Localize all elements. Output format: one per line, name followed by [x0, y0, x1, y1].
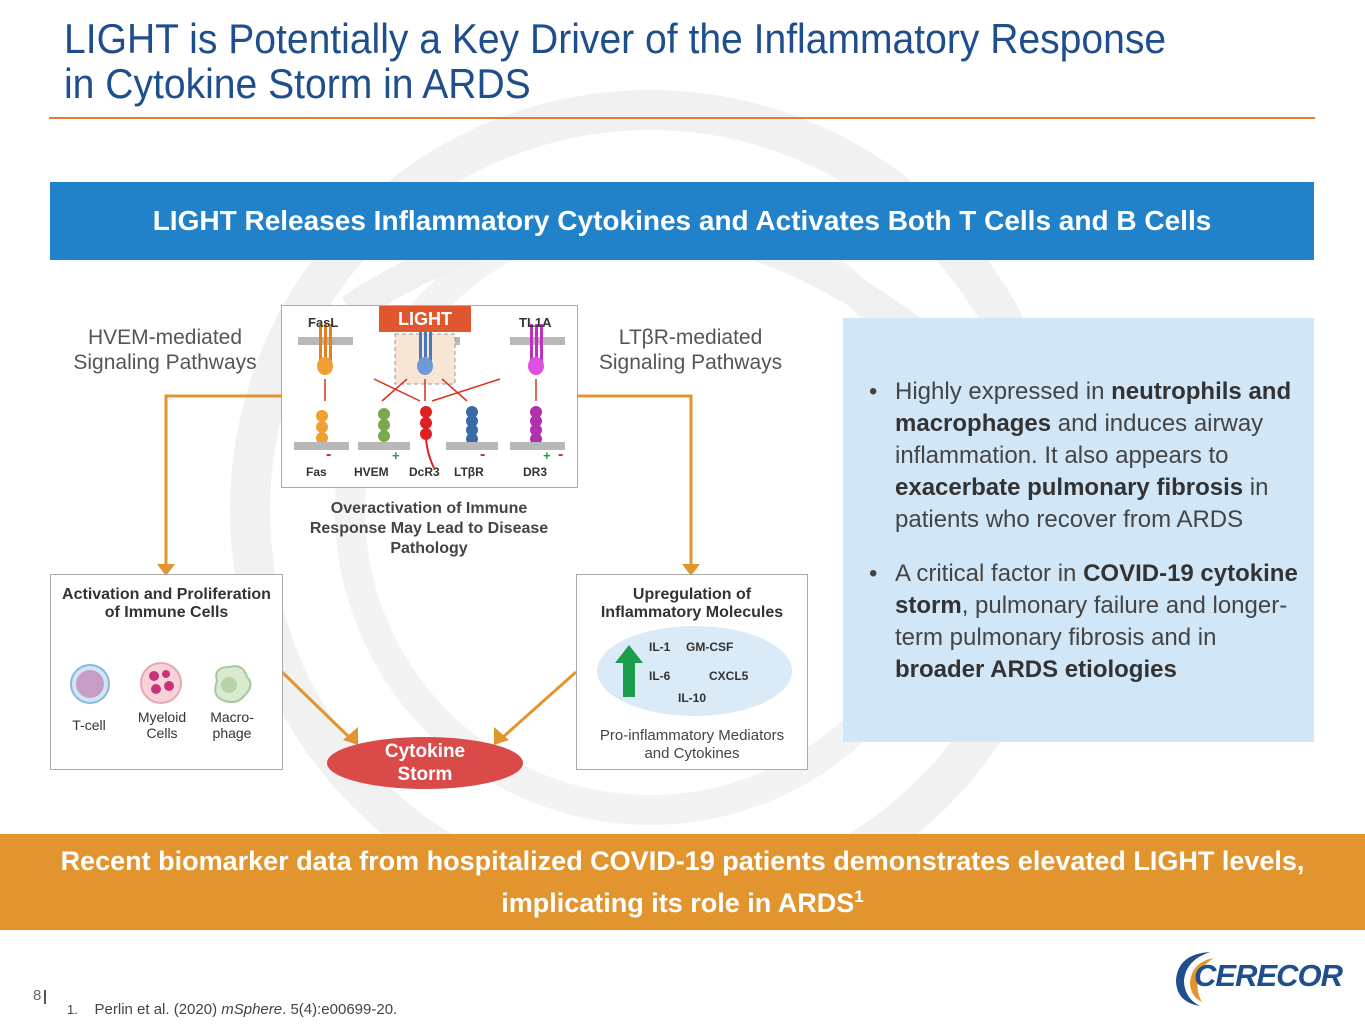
- conclusion-line-2-text: implicating its role in ARDS: [501, 887, 855, 918]
- hvem-label-line-2: Signaling Pathways: [73, 351, 257, 374]
- hvem-pathway-label: HVEM-mediated Signaling Pathways: [60, 325, 270, 375]
- immune-panel-title: Activation and Proliferation of Immune C…: [51, 586, 282, 622]
- ltbr-label-line-1: LTβR-mediated: [618, 326, 763, 349]
- molecule-il6: IL-6: [649, 669, 671, 683]
- receptor-fas-label: Fas: [306, 465, 327, 479]
- bullet-segment: , pulmonary failure and longer-term pulm…: [895, 592, 1288, 651]
- molecules-footer-line-2: and Cytokines: [644, 745, 740, 762]
- receptor-dcr3-label: DcR3: [409, 465, 440, 479]
- caption-line-3: Pathology: [390, 540, 468, 557]
- t-cell-label-text: T-cell: [72, 717, 106, 733]
- myeloid-label-line-2: Cells: [146, 725, 178, 741]
- bullet-segment: Highly expressed in: [895, 378, 1112, 405]
- storm-line-2: Storm: [397, 764, 453, 785]
- light-tag-label: LIGHT: [398, 308, 452, 329]
- title-divider: [49, 117, 1315, 119]
- footnote-number: 1.: [67, 1002, 78, 1017]
- immune-title-line-2: of Immune Cells: [104, 604, 229, 621]
- myeloid-cell-icon: [140, 662, 182, 704]
- hvem-label-line-1: HVEM-mediated: [87, 326, 243, 349]
- bullet-segment: in patients who recover from ARDS: [895, 474, 1269, 533]
- bullet-emphasis: neutrophils and macrophages: [895, 378, 1292, 437]
- company-logo: CERECOR: [1170, 946, 1343, 1010]
- t-cell-label: T-cell: [59, 717, 119, 733]
- banner-text: LIGHT Releases Inflammatory Cytokines an…: [152, 205, 1212, 236]
- fas-minus-sign: -: [326, 446, 332, 463]
- receptor-diagram: FasL TL1A Fas HVEM DcR3 LTβR DR3 - + - +…: [281, 305, 578, 488]
- hvem-plus-sign: +: [392, 448, 400, 463]
- bullet-dot: •: [869, 378, 878, 405]
- ltbr-minus-sign: -: [480, 446, 486, 463]
- receptor-hvem-label: HVEM: [354, 465, 389, 479]
- inflammatory-molecules-panel: Upregulation of Inflammatory Molecules I…: [576, 574, 808, 770]
- conclusion-banner: Recent biomarker data from hospitalized …: [0, 834, 1365, 930]
- molecules-footer: Pro-inflammatory Mediators and Cytokines: [577, 727, 807, 763]
- molecules-title-line-1: Upregulation of: [632, 586, 752, 603]
- conclusion-line-2: implicating its role in ARDS1: [501, 879, 864, 921]
- macrophage-label: Macro- phage: [201, 709, 263, 741]
- molecules-title-line-2: Inflammatory Molecules: [600, 604, 784, 621]
- title-line-1: LIGHT is Potentially a Key Driver of the…: [64, 15, 1167, 62]
- page-number: 8: [33, 987, 42, 1004]
- ltbr-label-line-2: Signaling Pathways: [598, 351, 783, 374]
- caption-line-1: Overactivation of Immune: [330, 500, 528, 517]
- macrophage-label-line-1: Macro-: [210, 709, 254, 725]
- page-number-divider: [44, 990, 46, 1004]
- up-arrow-icon: [615, 645, 643, 697]
- dr3-minus-sign: -: [558, 446, 564, 463]
- footnote-journal: mSphere: [221, 1001, 283, 1018]
- bullet-emphasis: exacerbate pulmonary fibrosis: [895, 474, 1244, 501]
- footnote-superscript: 1: [854, 886, 864, 906]
- ltbr-pathway-label: LTβR-mediated Signaling Pathways: [588, 325, 793, 375]
- bullet-text-2: A critical factor in COVID-19 cytokine s…: [895, 558, 1305, 686]
- myeloid-cells-label: Myeloid Cells: [131, 709, 193, 741]
- ligand-fasl-label: FasL: [308, 315, 339, 330]
- receptor-illustration: [294, 324, 565, 469]
- t-cell-icon: [70, 664, 110, 704]
- footnote-authors: Perlin et al. (2020): [94, 1001, 222, 1018]
- storm-line-1: Cytokine: [384, 741, 466, 762]
- bullet-segment: and induces airway inflammation. It also…: [895, 410, 1264, 469]
- receptor-dr3-label: DR3: [523, 465, 548, 479]
- molecules-footer-line-1: Pro-inflammatory Mediators: [599, 727, 785, 744]
- conclusion-line-1: Recent biomarker data from hospitalized …: [60, 845, 1305, 876]
- bullet-text-1: Highly expressed in neutrophils and macr…: [895, 376, 1305, 536]
- logo-wordmark: CERECOR: [1194, 958, 1343, 993]
- bullet-emphasis: broader ARDS etiologies: [895, 656, 1177, 683]
- molecules-panel-title: Upregulation of Inflammatory Molecules: [577, 586, 807, 622]
- page-title: LIGHT is Potentially a Key Driver of the…: [64, 16, 1217, 106]
- molecule-il1: IL-1: [649, 640, 671, 654]
- bullet-segment: A critical factor in: [895, 560, 1084, 587]
- ligand-tl1a-label: TL1A: [519, 315, 552, 330]
- key-points-box: • Highly expressed in neutrophils and ma…: [843, 318, 1314, 742]
- bullet-item-expression: • Highly expressed in neutrophils and ma…: [869, 376, 1299, 536]
- molecule-cxcl5: CXCL5: [709, 669, 749, 683]
- caption-line-2: Response May Lead to Disease: [309, 520, 549, 537]
- diagram-caption: Overactivation of Immune Response May Le…: [290, 499, 568, 559]
- molecule-il10: IL-10: [678, 691, 707, 705]
- immune-cells-panel: Activation and Proliferation of Immune C…: [50, 574, 283, 770]
- myeloid-label-line-1: Myeloid: [137, 709, 187, 725]
- macrophage-label-line-2: phage: [212, 725, 252, 741]
- section-banner: LIGHT Releases Inflammatory Cytokines an…: [50, 182, 1314, 260]
- bullet-emphasis: COVID-19 cytokine storm: [895, 560, 1298, 619]
- macrophage-icon: [214, 665, 252, 704]
- molecule-gm-csf: GM-CSF: [686, 640, 734, 654]
- immune-title-line-1: Activation and Proliferation: [62, 586, 271, 603]
- footnote: 1. Perlin et al. (2020) mSphere. 5(4):e0…: [67, 1001, 397, 1018]
- dr3-plus-sign: +: [543, 448, 551, 463]
- logo-swoosh-icon: [1176, 952, 1214, 1006]
- cytokine-storm-ellipse: Cytokine Storm: [327, 737, 523, 789]
- bullet-dot: •: [869, 560, 878, 587]
- receptor-ltbr-label: LTβR: [454, 465, 484, 479]
- bullet-item-covid: • A critical factor in COVID-19 cytokine…: [869, 558, 1299, 688]
- light-ligand-tag: LIGHT: [379, 306, 471, 332]
- footnote-citation: . 5(4):e00699-20.: [282, 1001, 398, 1018]
- title-line-2: in Cytokine Storm in ARDS: [64, 60, 531, 107]
